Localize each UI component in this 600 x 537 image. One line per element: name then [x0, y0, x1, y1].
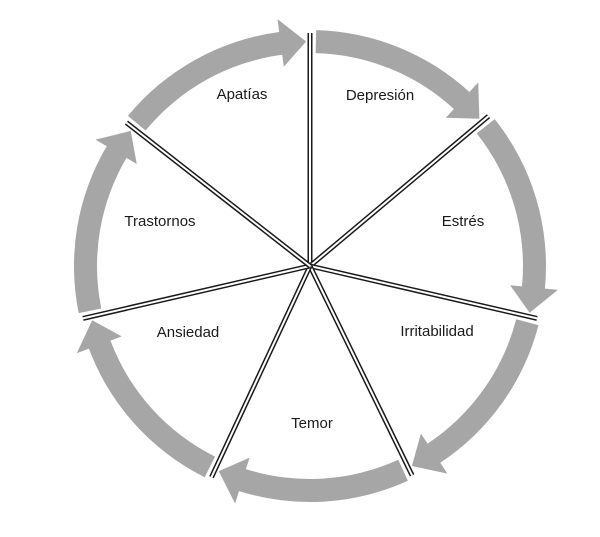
divider-line-inner — [125, 121, 311, 267]
divider-line-inner — [210, 265, 311, 478]
divider-line-inner — [82, 265, 311, 320]
label-irritabilidad: Irritabilidad — [400, 323, 473, 340]
label-apatias: Apatías — [217, 86, 268, 103]
label-depresion: Depresión — [346, 87, 414, 104]
segment-labels: Depresión Estrés Irritabilidad Temor Ans… — [124, 86, 484, 432]
arrow-temor — [218, 457, 408, 504]
arrow-apatias — [127, 19, 307, 131]
arrow-irritabilidad — [411, 319, 539, 474]
divider-lines — [82, 33, 538, 479]
label-estres: Estrés — [442, 213, 485, 230]
divider-line-inner — [309, 265, 538, 320]
cycle-arrows — [73, 19, 558, 504]
divider-line-inner — [309, 265, 413, 476]
arrow-ansiedad — [76, 320, 215, 478]
divider-line-inner — [309, 115, 490, 267]
label-temor: Temor — [291, 415, 333, 432]
arrow-depresion — [315, 30, 480, 119]
arrow-trastornos — [73, 130, 137, 314]
arrow-estres — [476, 119, 558, 313]
label-ansiedad: Ansiedad — [157, 324, 220, 341]
label-trastornos: Trastornos — [124, 213, 195, 230]
